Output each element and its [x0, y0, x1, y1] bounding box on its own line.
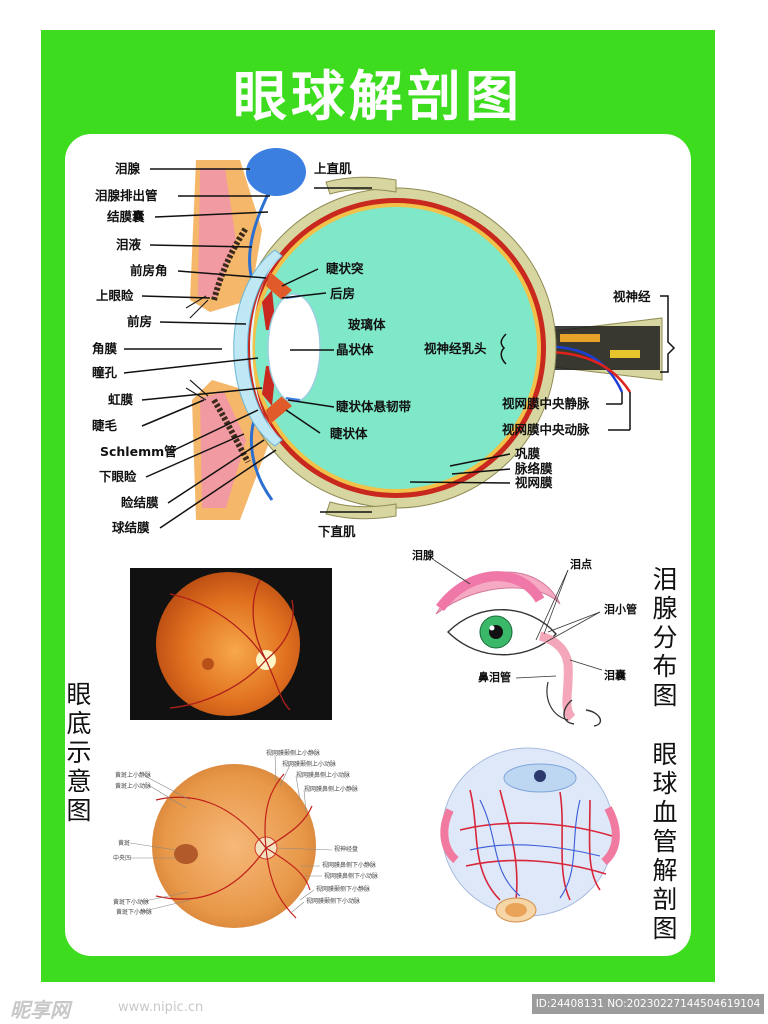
fundus-label-r6: 视网膜鼻侧下小动脉 — [324, 873, 379, 880]
lacrimal-leaders — [433, 559, 603, 679]
optic-nerve-band-2 — [610, 350, 640, 358]
lens-shape — [267, 293, 321, 403]
label-central-vein: 视网膜中央静脉 — [502, 396, 590, 411]
vascular-optic-nerve-core — [505, 903, 527, 917]
label-anterior-angle: 前房角 — [130, 263, 168, 278]
optic-nerve-brace — [660, 295, 676, 373]
fundus-label-l3: 中央凹 — [113, 855, 132, 862]
image-id-bar: ID:24408131 NO:20230227144504619104 — [532, 994, 764, 1014]
lacrimal-label-sac: 泪囊 — [604, 669, 626, 682]
vascular-muscle-right — [601, 806, 620, 866]
fundus-label-r5: 视网膜鼻侧下小静脉 — [322, 862, 377, 869]
leader-lines-right — [281, 187, 631, 513]
label-inferior-rectus: 下直肌 — [318, 524, 356, 539]
watermark-url: www.nipic.cn — [118, 1000, 204, 1015]
label-bulbar-conj: 球结膜 — [112, 520, 150, 535]
label-lacrimal-gland: 泪腺 — [115, 161, 141, 176]
fundus-label-r7: 视网膜颞侧下小静脉 — [316, 886, 371, 893]
nose-outline — [563, 699, 602, 727]
label-lower-eyelid: 下眼睑 — [99, 469, 137, 484]
optic-disc-brace — [500, 333, 507, 365]
fundus-label-r1: 视网膜颞侧上小动脉 — [282, 761, 337, 768]
fundus-label-r3: 视网膜鼻侧上小静脉 — [304, 786, 359, 793]
vascular-pupil — [534, 770, 546, 782]
label-sclera: 巩膜 — [515, 446, 541, 461]
fundus-title: 眼底示意图 — [66, 680, 92, 825]
lacrimal-gland-shape — [246, 148, 306, 196]
fundus-photo-macula — [202, 658, 214, 670]
fundus-label-r0: 视网膜颞侧上小静脉 — [266, 750, 321, 757]
gland-ducts — [436, 571, 545, 612]
eye-highlight — [489, 625, 495, 631]
fundus-label-r8: 视网膜颞侧下小动脉 — [306, 898, 361, 905]
fundus-photo-vessels — [169, 579, 294, 711]
label-pupil: 瞳孔 — [92, 365, 118, 380]
nose-side — [546, 681, 569, 721]
lacrimal-label-punctum: 泪点 — [570, 558, 592, 571]
label-optic-nerve: 视神经 — [613, 289, 651, 304]
vascular-blue-vessels — [469, 799, 601, 899]
leader-lines-left — [123, 168, 277, 529]
lacrimal-label-canaliculus: 泪小管 — [604, 603, 637, 616]
fundus-label-r2: 视网膜鼻侧上小动脉 — [296, 772, 351, 779]
label-choroid: 脉络膜 — [515, 461, 553, 476]
label-iris: 虹膜 — [108, 392, 134, 407]
ciliary-upper — [266, 272, 292, 300]
label-anterior-chamber: 前房 — [127, 314, 153, 329]
label-superior-rectus: 上直肌 — [314, 161, 352, 176]
label-lacrimal-duct: 泪腺排出管 — [95, 188, 158, 203]
label-ciliary-body: 睫状体 — [330, 426, 368, 441]
lacrimal-label-nasolacrimal: 鼻泪管 — [478, 671, 511, 684]
label-ciliary-process: 睫状突 — [326, 261, 364, 276]
vitreous-shape — [255, 207, 537, 489]
upper-tarsal-gland — [211, 226, 249, 301]
page-title: 眼球解剖图 — [233, 65, 523, 128]
fundus-label-l1: 黄斑上小动脉 — [115, 783, 152, 790]
optic-nerve-band — [560, 334, 600, 342]
nasolacrimal-duct — [538, 631, 576, 722]
fundus-label-r4: 视神经盘 — [334, 846, 359, 853]
fundus-photo — [156, 572, 300, 716]
lacrimal-label-gland: 泪腺 — [412, 549, 434, 562]
fundus-leaders — [128, 754, 333, 913]
cornea-shape — [233, 249, 283, 447]
label-cornea: 角膜 — [92, 341, 118, 356]
label-eyelash: 睫毛 — [92, 418, 118, 433]
watermark-logo: 昵享网 — [10, 998, 70, 1022]
label-posterior-chamber: 后房 — [330, 286, 356, 301]
lacrimal-title: 泪腺分布图 — [652, 565, 678, 710]
fundus-label-l2: 黄斑 — [118, 840, 131, 847]
label-conjunctival-sac: 结膜囊 — [107, 209, 145, 224]
eyelash-lines — [185, 295, 209, 401]
label-lens: 晶状体 — [336, 342, 374, 357]
fundus-label-l0: 黄斑上小静脉 — [115, 772, 152, 779]
lower-tarsal-gland — [211, 398, 251, 464]
vascular-muscle-left — [440, 808, 459, 864]
label-palpebral-conj: 睑结膜 — [121, 495, 159, 510]
label-vitreous: 玻璃体 — [348, 317, 386, 332]
label-schlemm: Schlemm管 — [100, 444, 177, 459]
superior-rectus-shape — [325, 176, 397, 195]
vascular-title: 眼球血管解剖图 — [652, 740, 678, 943]
label-central-artery: 视网膜中央动脉 — [502, 422, 590, 437]
fundus-diagram-macula — [174, 844, 198, 864]
label-optic-disc: 视神经乳头 — [424, 341, 487, 356]
label-upper-eyelid: 上眼睑 — [96, 288, 134, 303]
fundus-label-l4: 黄斑下小动脉 — [113, 899, 150, 906]
fundus-diagram-vessels — [155, 773, 313, 919]
label-tears: 泪液 — [116, 237, 142, 252]
label-retina: 视网膜 — [515, 475, 553, 490]
inferior-rectus-shape — [325, 501, 397, 520]
ciliary-lower — [266, 396, 292, 424]
label-zonule: 睫状体悬韧带 — [336, 399, 412, 414]
fundus-label-l5: 黄斑下小静脉 — [116, 909, 153, 916]
